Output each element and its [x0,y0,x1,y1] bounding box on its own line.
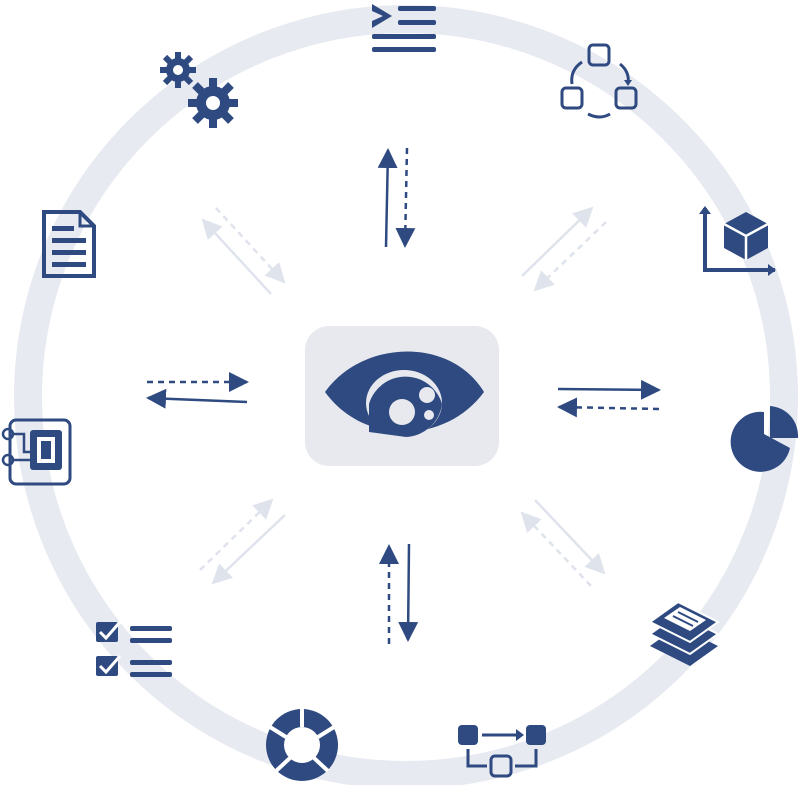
chip-circuit-icon [1,418,72,486]
workflow-icon [458,725,546,778]
document-icon [42,210,96,278]
center-panel [305,326,499,466]
document-stack-icon [648,600,720,666]
circular-arrows-icon [266,708,338,781]
gears-icon [160,52,238,128]
outer-ring [14,5,798,785]
cycle-squares-icon [560,43,638,119]
connector-up-left [201,207,286,295]
connector-down [379,543,419,644]
checklist-icon [96,621,172,677]
connector-up-right [521,206,607,292]
cube-chart-icon [699,206,776,276]
connector-down-left [199,498,286,585]
pie-chart-icon [730,406,799,472]
connector-left [146,372,249,409]
eye-icon [325,351,484,437]
list-chevron-icon [372,4,436,52]
connector-down-right [520,499,606,587]
connector-up [377,147,416,248]
connector-right [557,379,661,418]
